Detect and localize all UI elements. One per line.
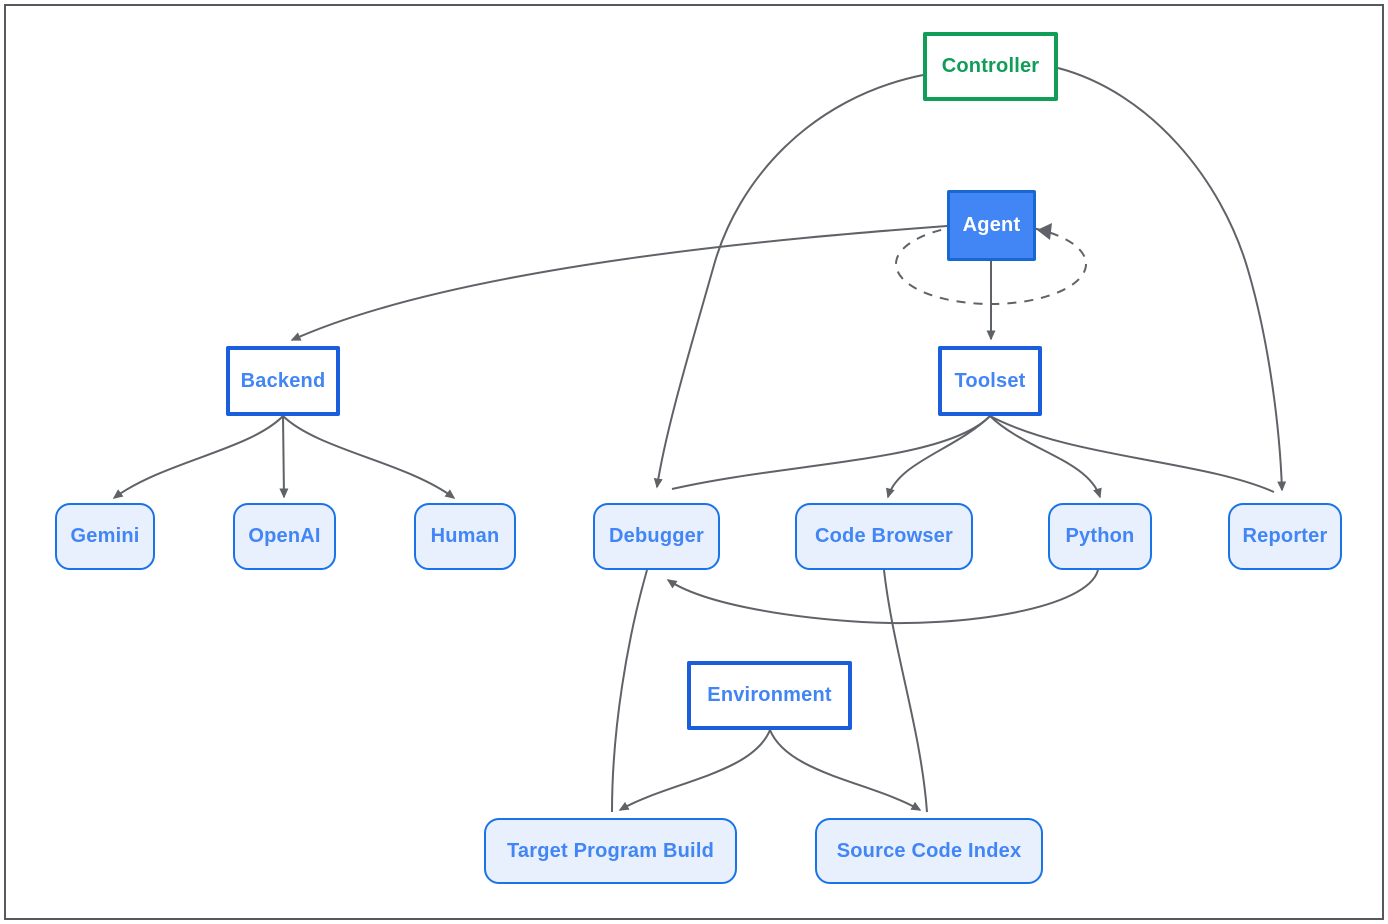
node-controller: Controller [923, 32, 1058, 101]
node-toolset-label: Toolset [954, 369, 1026, 392]
edge-backend-gemini [112, 415, 284, 499]
edge-toolset-reporter [989, 415, 1275, 493]
edge-toolset-python [989, 415, 1102, 499]
node-reporter-label: Reporter [1242, 525, 1328, 547]
node-backend-label: Backend [240, 369, 326, 392]
node-code-browser: Code Browser [795, 503, 973, 570]
edge-python-debugger [666, 569, 1099, 625]
node-environment-label: Environment [707, 684, 832, 706]
node-openai: OpenAI [233, 503, 336, 570]
edge-backend-openai [279, 415, 289, 499]
edge-toolset-code-browser [886, 415, 991, 499]
node-toolset: Toolset [938, 346, 1042, 416]
node-source-code-index-label: Source Code Index [836, 839, 1022, 862]
node-source-code-index: Source Code Index [815, 818, 1043, 884]
edge-controller-debugger [653, 74, 924, 489]
edge-agent-self-loop-arrowhead [1037, 223, 1052, 240]
node-openai-label: OpenAI [248, 525, 321, 547]
node-debugger-label: Debugger [609, 525, 704, 547]
node-controller-label: Controller [941, 55, 1040, 77]
node-python: Python [1048, 503, 1152, 570]
edge-environment-target-program-build [618, 729, 771, 811]
edge-code-browser-source-code-index [883, 569, 928, 813]
edge-backend-human [282, 415, 456, 499]
node-human: Human [414, 503, 516, 570]
edge-agent-backend [290, 225, 948, 341]
node-backend: Backend [226, 346, 340, 416]
node-agent: Agent [947, 190, 1036, 261]
node-target-program-build-label: Target Program Build [507, 839, 714, 862]
edge-controller-reporter [1057, 67, 1287, 492]
node-environment: Environment [687, 661, 852, 730]
node-gemini: Gemini [55, 503, 155, 570]
edge-environment-source-code-index [769, 729, 922, 811]
node-agent-label: Agent [962, 214, 1021, 236]
node-debugger: Debugger [593, 503, 720, 570]
edge-toolset-debugger [671, 415, 991, 490]
node-python-label: Python [1065, 525, 1135, 547]
node-human-label: Human [430, 525, 500, 547]
node-gemini-label: Gemini [70, 525, 140, 547]
node-target-program-build: Target Program Build [484, 818, 737, 884]
edge-debugger-target-program-build [611, 569, 648, 813]
node-reporter: Reporter [1228, 503, 1342, 570]
node-code-browser-label: Code Browser [815, 525, 953, 547]
